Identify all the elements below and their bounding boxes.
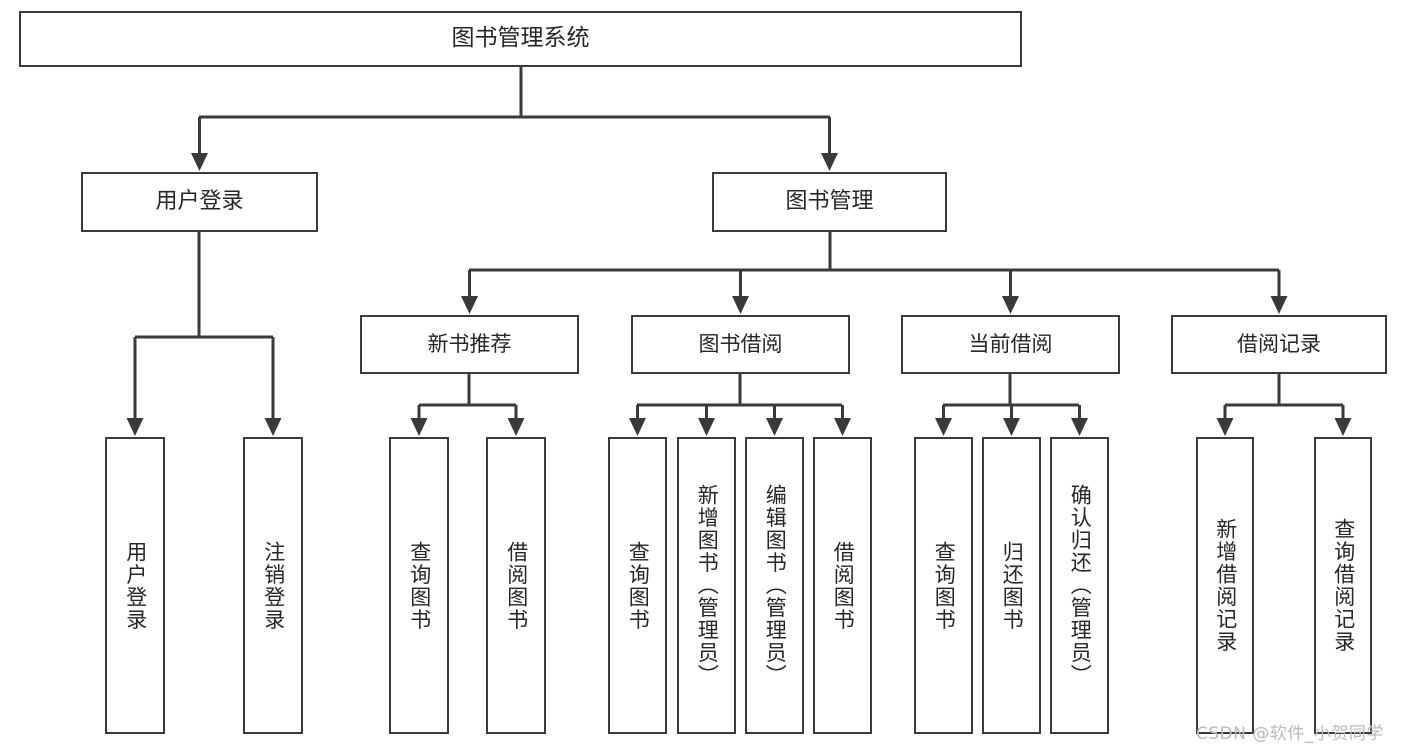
node-leaf-borrow-book-rec[interactable]: 借阅图书 [486,437,546,734]
node-label: 注销登录 [261,540,286,631]
node-label: 归还图书 [1000,540,1025,631]
csdn-watermark: CSDN @软件_小贺同学 [1196,724,1384,744]
node-label: 用户登录 [155,188,244,214]
node-label: 查询图书 [626,540,651,631]
node-new-book-recommend[interactable]: 新书推荐 [360,315,579,374]
node-leaf-add-record[interactable]: 新增借阅记录 [1196,437,1254,734]
arrow-head-icon [507,418,525,436]
arrow-head-icon [834,418,851,436]
node-leaf-logout[interactable]: 注销登录 [243,437,303,734]
arrow-head-icon [821,153,838,171]
node-leaf-user-login[interactable]: 用户登录 [105,437,165,734]
node-leaf-query-book-borrow[interactable]: 查询图书 [608,437,667,734]
node-label: 新增图书（管理员） [695,484,720,687]
node-label: 借阅图书 [831,540,856,631]
arrow-head-icon [1002,296,1019,314]
arrow-head-icon [1334,418,1352,436]
arrow-head-icon [1003,418,1020,436]
node-borrow-record[interactable]: 借阅记录 [1171,315,1387,374]
node-label: 确认归还（管理员） [1068,484,1093,687]
node-label: 用户登录 [123,540,148,631]
node-leaf-edit-book[interactable]: 编辑图书（管理员） [745,437,804,734]
node-current-borrow[interactable]: 当前借阅 [901,315,1120,374]
node-leaf-return-book[interactable]: 归还图书 [982,437,1041,734]
arrow-head-icon [1071,418,1088,436]
node-leaf-query-book-cur[interactable]: 查询图书 [914,437,973,734]
node-label: 新增借阅记录 [1213,518,1238,653]
node-root[interactable]: 图书管理系统 [19,11,1022,67]
arrow-head-icon [935,418,952,436]
arrow-head-icon [766,418,783,436]
arrow-head-icon [191,153,208,171]
node-leaf-query-record[interactable]: 查询借阅记录 [1314,437,1372,734]
node-label: 查询图书 [407,540,432,631]
node-leaf-confirm-return[interactable]: 确认归还（管理员） [1050,437,1109,734]
arrow-head-icon [1270,296,1288,314]
node-leaf-query-book-rec[interactable]: 查询图书 [389,437,449,734]
node-book-manage[interactable]: 图书管理 [712,172,947,232]
node-label: 图书管理 [785,188,874,214]
node-label: 图书借阅 [698,331,783,356]
node-label: 新书推荐 [427,331,512,356]
node-label: 编辑图书（管理员） [763,484,788,687]
arrow-head-icon [1216,418,1234,436]
node-label: 图书管理系统 [451,25,590,52]
node-label: 借阅图书 [504,540,529,631]
arrow-head-icon [264,418,282,436]
arrow-head-icon [126,418,144,436]
node-label: 查询借阅记录 [1331,518,1356,653]
node-label: 查询图书 [932,540,957,631]
node-leaf-borrow-book[interactable]: 借阅图书 [813,437,872,734]
node-book-borrow[interactable]: 图书借阅 [631,315,850,374]
node-label: 当前借阅 [968,331,1053,356]
arrow-head-icon [461,296,478,314]
arrow-head-icon [698,418,715,436]
arrow-head-icon [410,418,428,436]
arrow-head-icon [732,296,749,314]
arrow-head-icon [629,418,646,436]
node-user-login[interactable]: 用户登录 [81,172,318,232]
node-label: 借阅记录 [1237,331,1321,356]
node-leaf-add-book[interactable]: 新增图书（管理员） [677,437,736,734]
